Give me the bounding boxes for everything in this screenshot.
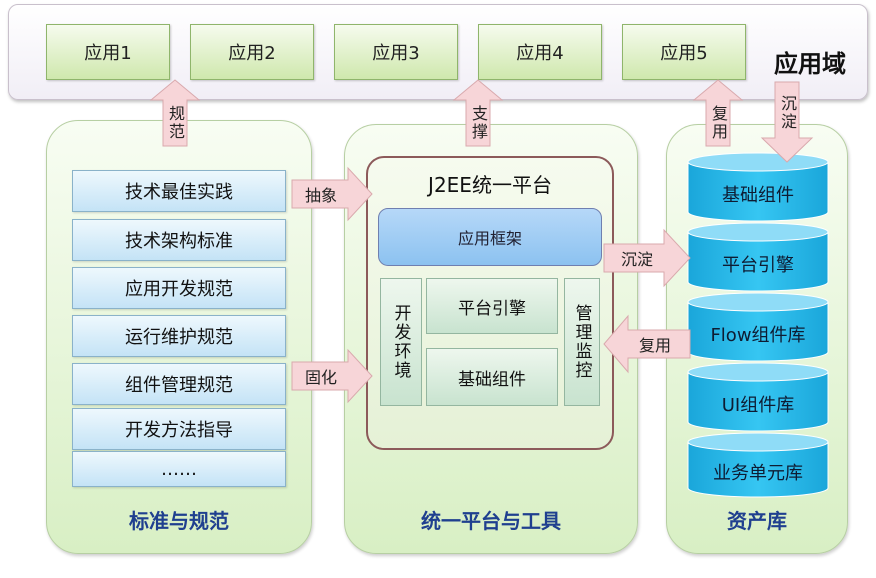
arrow-label-norms: 规范	[166, 105, 185, 141]
arrow-right-abstract	[291, 166, 373, 222]
platform-engine-box[interactable]: 平台引擎	[426, 278, 558, 334]
standards-title: 标准与规范	[129, 508, 229, 533]
standard-item[interactable]: 开发方法指导	[72, 408, 286, 450]
arrow-label-reuse-up: 复用	[709, 105, 728, 141]
app-box-1[interactable]: 应用1	[46, 24, 170, 80]
arrow-label-reuse-left: 复用	[638, 336, 671, 355]
arrow-label-settle-right: 沉淀	[620, 250, 653, 269]
arrow-up-support	[452, 79, 504, 147]
arrow-right-solidify	[291, 348, 373, 404]
arrow-right-settle	[603, 228, 691, 288]
application-domain-title: 应用域	[774, 49, 846, 78]
arrow-label-support: 支撑	[469, 105, 488, 141]
arrow-up-reuse	[692, 79, 744, 147]
asset-flow-library: Flow组件库	[710, 325, 806, 346]
arrow-label-solidify: 固化	[304, 368, 337, 387]
asset-business-unit-library: 业务单元库	[713, 463, 803, 484]
arrow-down-settle	[760, 81, 814, 163]
standard-item-more[interactable]: ……	[72, 451, 286, 487]
app-box-3[interactable]: 应用3	[334, 24, 458, 80]
assets-title: 资产库	[727, 508, 787, 533]
cylinder-business-unit-library[interactable]	[687, 432, 829, 498]
asset-platform-engine: 平台引擎	[722, 255, 794, 276]
j2ee-platform-title: J2EE统一平台	[428, 172, 552, 197]
standard-item[interactable]: 应用开发规范	[72, 267, 286, 309]
platform-title: 统一平台与工具	[421, 508, 561, 533]
arrow-left-reuse	[603, 314, 691, 374]
arrow-label-abstract: 抽象	[304, 186, 337, 205]
app-box-2[interactable]: 应用2	[190, 24, 314, 80]
standard-item[interactable]: 技术最佳实践	[72, 170, 286, 212]
standard-item[interactable]: 组件管理规范	[72, 363, 286, 405]
asset-base-components: 基础组件	[722, 185, 794, 206]
standard-item[interactable]: 技术架构标准	[72, 219, 286, 261]
cylinder-flow-library[interactable]	[687, 292, 829, 362]
app-framework-box[interactable]: 应用框架	[378, 208, 602, 266]
app-box-5[interactable]: 应用5	[622, 24, 746, 80]
cylinder-ui-library[interactable]	[687, 362, 829, 432]
app-box-4[interactable]: 应用4	[478, 24, 602, 80]
dev-environment-box[interactable]: 开发环境	[380, 278, 422, 406]
arrow-label-settle-down: 沉淀	[778, 95, 797, 131]
base-components-box[interactable]: 基础组件	[426, 348, 558, 406]
asset-ui-library: UI组件库	[721, 395, 795, 416]
arrow-up-norms	[149, 79, 201, 147]
management-monitor-box[interactable]: 管理监控	[564, 278, 600, 406]
cylinder-base-components[interactable]	[687, 152, 829, 222]
standard-item[interactable]: 运行维护规范	[72, 315, 286, 357]
cylinder-platform-engine[interactable]	[687, 222, 829, 292]
